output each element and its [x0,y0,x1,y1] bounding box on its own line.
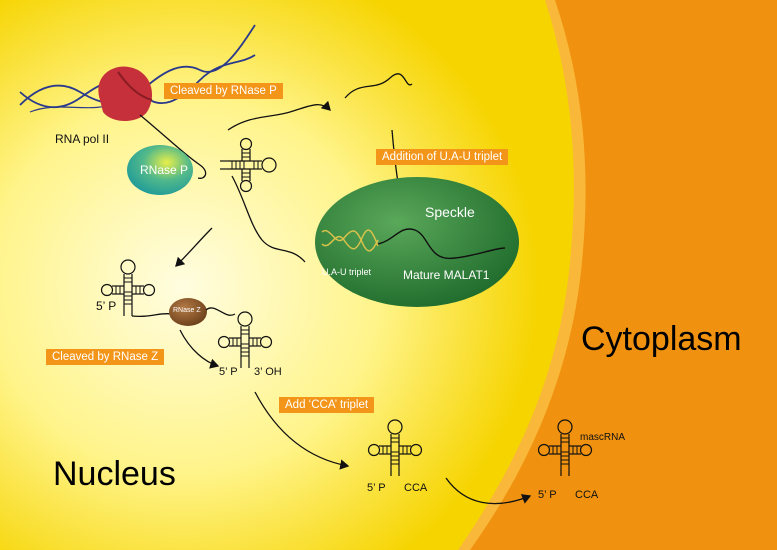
mature-malat1-label: Mature MALAT1 [403,268,490,282]
speckle-shape [315,177,519,307]
five-prime-p-label-3: 5’ P [367,482,386,494]
rnase-z-shape [169,298,207,326]
rnase-p-label: RNase P [140,163,189,177]
cleaved-rnase-p-label: Cleaved by RNase P [164,83,283,99]
addition-uau-label: Addition of U.A-U triplet [376,149,509,165]
nucleus-region [0,0,574,550]
cleaved-rnase-z-label: Cleaved by RNase Z [46,349,165,365]
three-prime-oh-label: 3’ OH [254,366,282,378]
rna-pol-ii-label: RNA pol II [55,132,110,146]
five-prime-p-label-4: 5’ P [538,489,557,501]
nucleus-label: Nucleus [53,455,176,493]
speckle-label: Speckle [425,204,475,220]
uau-triplet-label: U.A-U triplet [322,267,372,277]
cca-label-2: CCA [575,489,599,501]
five-prime-p-label-1: 5’ P [96,299,117,313]
add-cca-label: Add ‘CCA’ triplet [279,397,375,413]
mascrna-label: mascRNA [580,432,626,443]
cytoplasm-label: Cytoplasm [581,320,742,358]
rnase-p-shape [127,145,193,195]
rna-pol-ii-shape [98,66,153,121]
rnase-z-label: RNase Z [173,307,201,314]
five-prime-p-label-2: 5’ P [219,366,238,378]
cca-label-1: CCA [404,482,428,494]
